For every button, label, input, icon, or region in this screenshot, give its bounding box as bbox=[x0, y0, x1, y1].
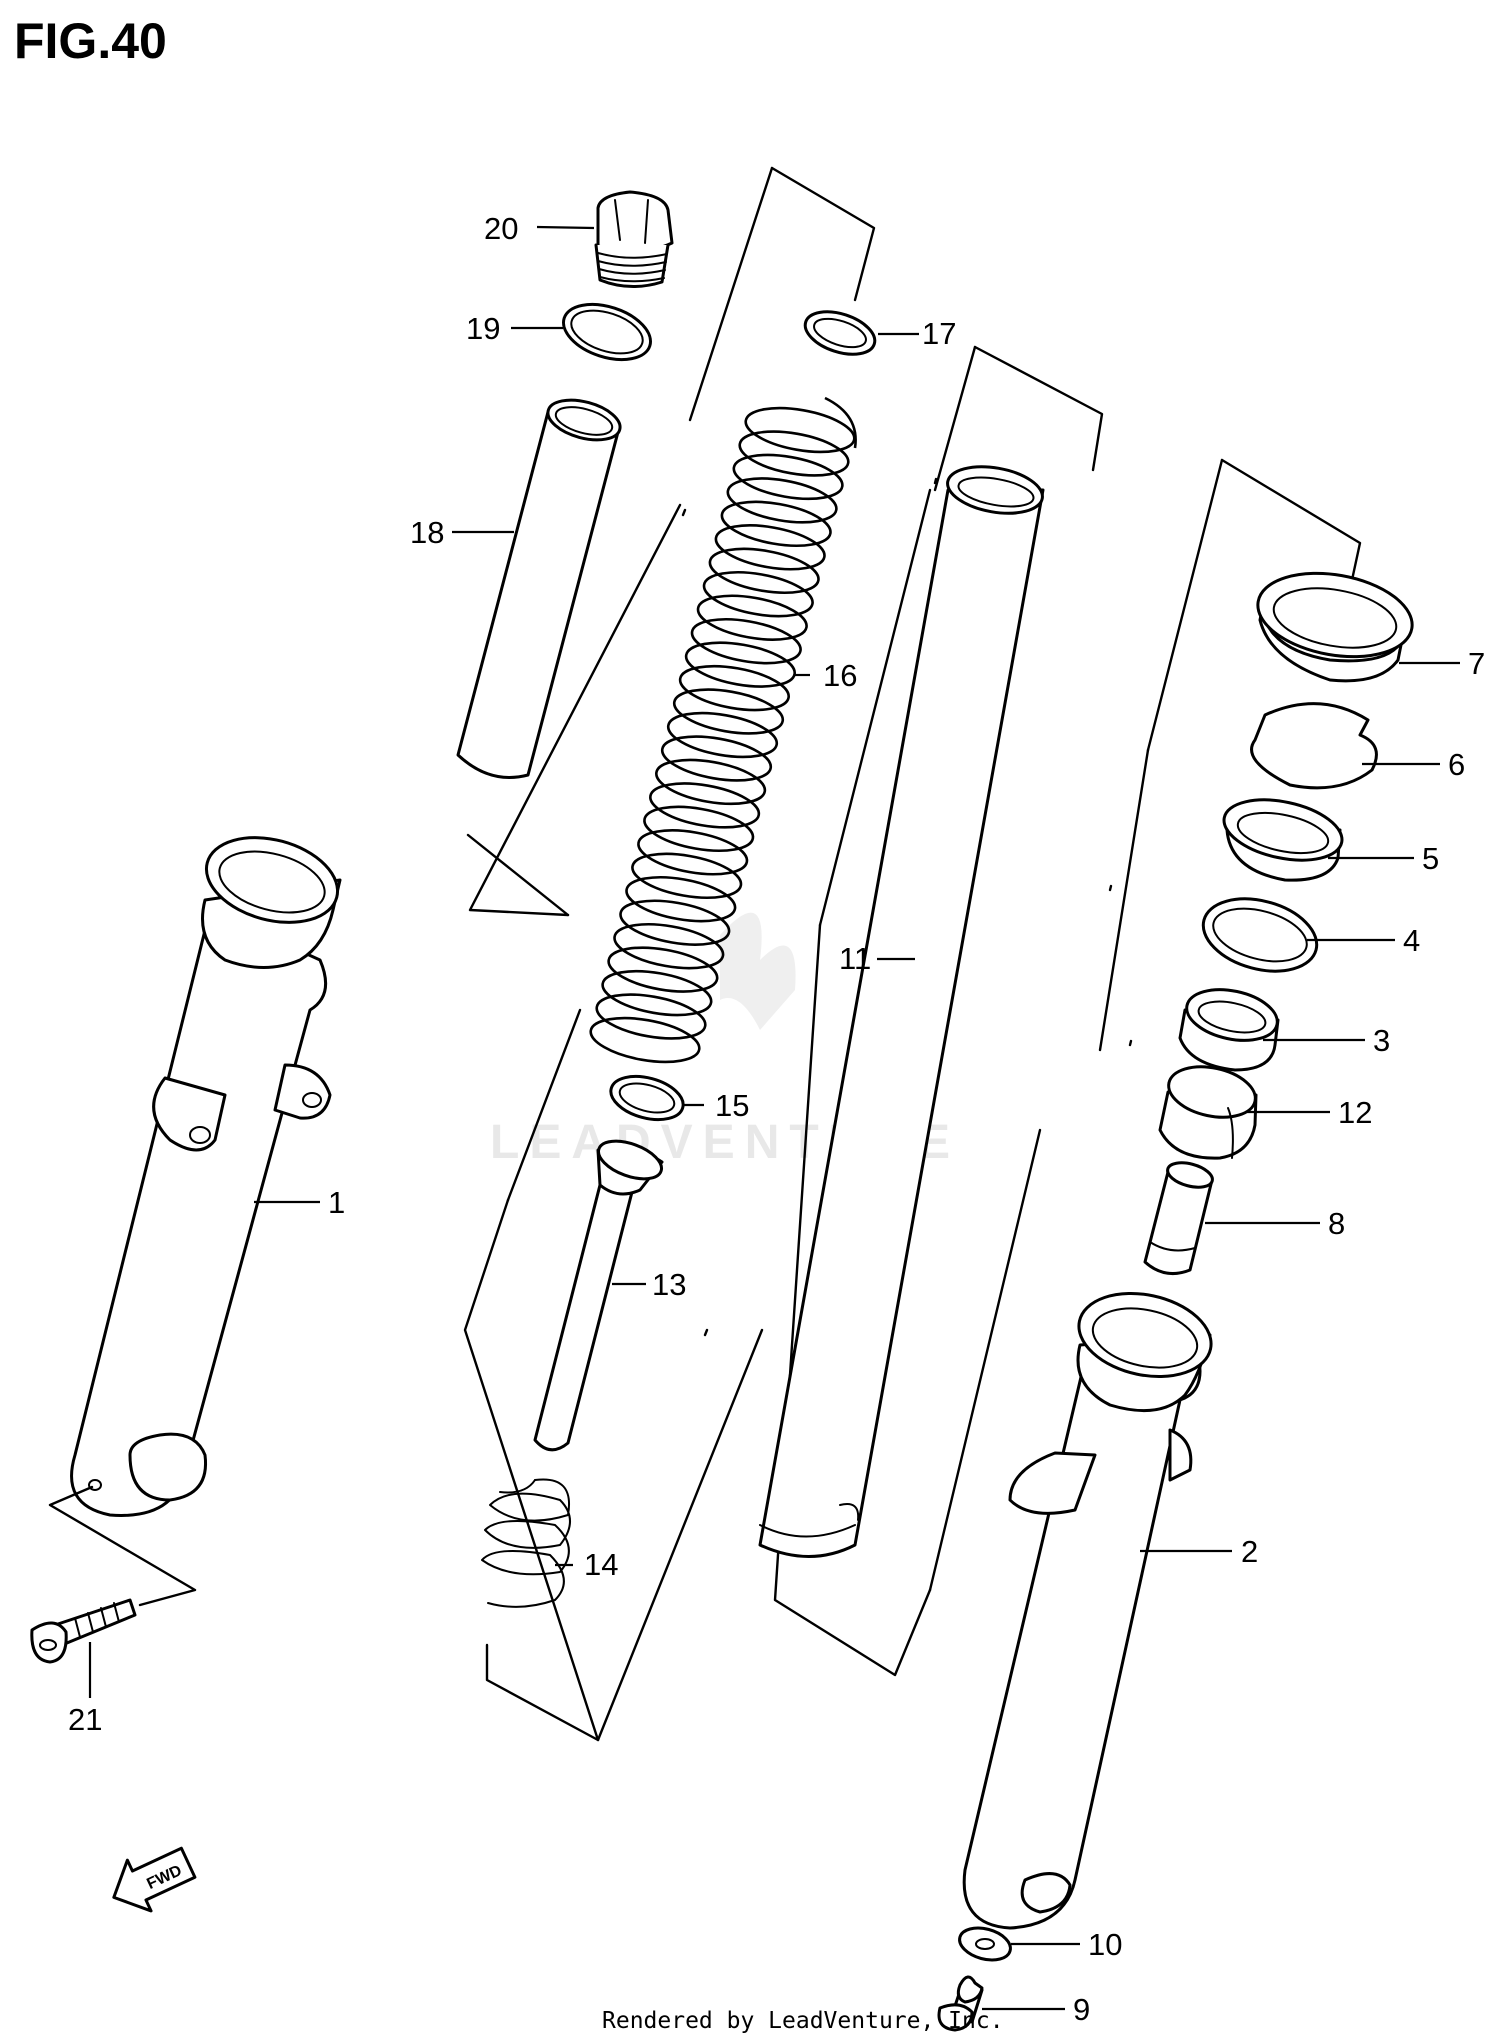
leader-lines bbox=[88, 225, 1460, 2011]
spring-coil bbox=[595, 993, 707, 1040]
part-16-spring bbox=[589, 396, 857, 1064]
watermark-logo-icon bbox=[720, 912, 796, 1030]
callout-8: 8 bbox=[1328, 1206, 1345, 1241]
part-4-washer bbox=[1201, 897, 1319, 973]
callout-1: 1 bbox=[328, 1185, 345, 1220]
spring-coil bbox=[649, 782, 761, 829]
spring-coil bbox=[738, 430, 850, 477]
spring-coil bbox=[625, 876, 737, 923]
spring-coil bbox=[601, 969, 713, 1017]
callout-4: 4 bbox=[1403, 923, 1420, 958]
part-10-washer bbox=[958, 1926, 1012, 1962]
part-1-outer-tube-left bbox=[70, 836, 342, 1517]
part-7-dust-seal bbox=[1256, 571, 1414, 683]
spring-coil bbox=[660, 735, 773, 782]
callout-2: 2 bbox=[1241, 1534, 1258, 1569]
fwd-badge: FWD bbox=[112, 1846, 197, 1913]
part-20-cap-bolt bbox=[594, 190, 674, 289]
spring-coil bbox=[708, 547, 820, 594]
callout-labels: 20 19 18 17 16 15 14 13 11 7 6 5 4 3 12 … bbox=[68, 211, 1485, 2027]
spring-coil bbox=[589, 1016, 701, 1064]
spring-coil bbox=[631, 852, 743, 899]
part-9-drain-bolt bbox=[937, 1975, 984, 2032]
spring-coil bbox=[613, 923, 725, 970]
leader-bolt-21 bbox=[48, 1485, 197, 1607]
spring-coil bbox=[690, 618, 802, 665]
part-2-outer-tube-right bbox=[962, 1291, 1213, 1930]
callout-19: 19 bbox=[466, 311, 500, 346]
callout-5: 5 bbox=[1422, 841, 1439, 876]
spring-coil bbox=[637, 829, 749, 876]
spring-coil bbox=[672, 688, 785, 735]
part-15-washer bbox=[609, 1074, 685, 1122]
part-5-oil-seal bbox=[1222, 798, 1344, 882]
part-8-oil-lock-piece bbox=[1143, 1161, 1214, 1276]
callout-14: 14 bbox=[584, 1547, 618, 1582]
spring-coil bbox=[720, 500, 832, 547]
footer-credit: Rendered by LeadVenture, Inc. bbox=[602, 2008, 1004, 2034]
spring-coil bbox=[619, 899, 731, 946]
callout-21: 21 bbox=[68, 1702, 102, 1737]
part-19-o-ring bbox=[562, 302, 652, 362]
callout-16: 16 bbox=[823, 658, 857, 693]
fwd-arrow-icon bbox=[112, 1846, 197, 1913]
panel-inner-parts bbox=[463, 166, 876, 1742]
spring-coil bbox=[702, 571, 814, 618]
spring-coil bbox=[607, 946, 719, 993]
part-18-spacer bbox=[456, 398, 622, 779]
callout-18: 18 bbox=[410, 515, 444, 550]
part-13-damper-rod bbox=[533, 1139, 664, 1452]
callout-20: 20 bbox=[484, 211, 518, 246]
spring-end bbox=[824, 396, 857, 449]
spring-coil bbox=[643, 805, 755, 852]
spring-coil bbox=[678, 664, 790, 712]
spring-coil bbox=[726, 477, 838, 524]
part-3-bushing bbox=[1178, 988, 1280, 1072]
panel-inner-tube bbox=[773, 345, 1113, 1677]
callout-9: 9 bbox=[1073, 1992, 1090, 2027]
callout-10: 10 bbox=[1088, 1927, 1122, 1962]
part-6-stopper-ring bbox=[1250, 702, 1378, 790]
part-21-bolt bbox=[30, 1598, 137, 1664]
callout-17: 17 bbox=[922, 316, 956, 351]
spring-coil bbox=[655, 758, 767, 806]
callout-15: 15 bbox=[715, 1088, 749, 1123]
spring-coil bbox=[666, 711, 779, 759]
figure-title: FIG.40 bbox=[14, 13, 167, 69]
part-17-washer bbox=[803, 310, 877, 356]
part-14-rebound-spring bbox=[481, 1478, 571, 1608]
spring-coil bbox=[714, 524, 826, 571]
callout-7: 7 bbox=[1468, 646, 1485, 681]
spring-coil bbox=[744, 406, 856, 454]
callout-11: 11 bbox=[839, 941, 871, 976]
callout-12: 12 bbox=[1338, 1095, 1372, 1130]
spring-coil bbox=[732, 453, 844, 501]
part-12-bushing bbox=[1158, 1065, 1258, 1160]
spring-coil bbox=[696, 594, 808, 641]
part-11-inner-tube bbox=[758, 465, 1045, 1558]
callout-13: 13 bbox=[652, 1267, 686, 1302]
callout-3: 3 bbox=[1373, 1023, 1390, 1058]
callout-6: 6 bbox=[1448, 747, 1465, 782]
